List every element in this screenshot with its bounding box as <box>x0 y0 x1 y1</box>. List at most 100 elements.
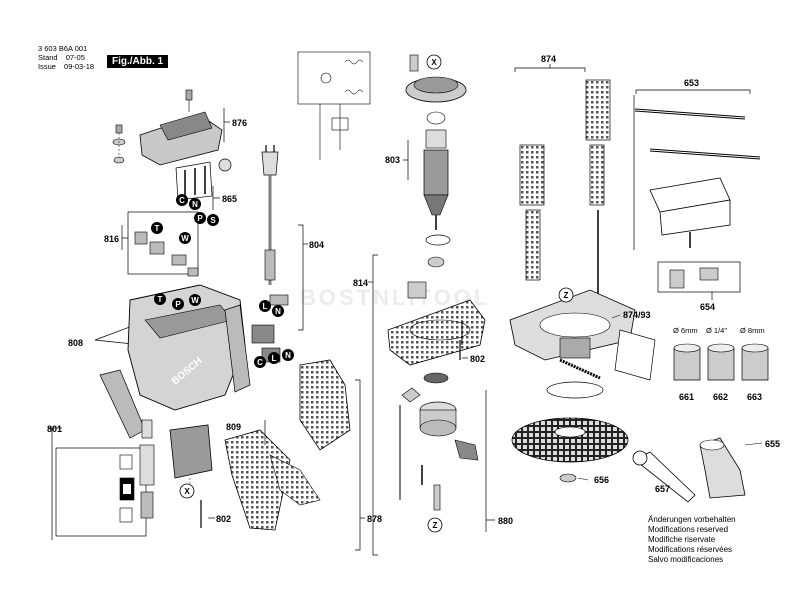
figure-label: Fig./Abb. 1 <box>107 55 169 68</box>
svg-text:T: T <box>155 224 160 233</box>
sub-base <box>511 381 629 483</box>
svg-text:C: C <box>179 196 185 205</box>
badge-l-1: L <box>259 300 271 312</box>
document-header: 3 603 B6A 001 Stand 07-05 Issue 09-03-18 <box>38 44 94 71</box>
part-865: 865 <box>222 194 237 204</box>
dust-extraction-adapter <box>699 437 746 499</box>
badge-p-1: P <box>194 212 206 224</box>
motor-base-plate <box>387 281 486 366</box>
svg-text:L: L <box>263 302 268 311</box>
collet-nuts <box>673 343 769 381</box>
badge-t-2: T <box>154 293 166 305</box>
part-804: 804 <box>309 240 324 250</box>
part-662: 662 <box>713 392 728 402</box>
left-handle-cover <box>224 429 291 531</box>
doc-number: 3 603 B6A 001 <box>38 44 88 53</box>
part-653: 653 <box>684 78 699 88</box>
badge-n-1: N <box>189 198 201 210</box>
badge-x-bottom: X <box>179 483 195 499</box>
svg-text:X: X <box>184 487 190 496</box>
badge-c-2: C <box>254 356 266 368</box>
collet-size-6mm: Ø 6mm <box>673 326 698 335</box>
collet-size-8mm: Ø 8mm <box>740 326 765 335</box>
part-801: 801 <box>47 424 62 434</box>
badge-l-2: L <box>268 352 280 364</box>
stand-value: 07-05 <box>65 53 85 62</box>
part-880: 880 <box>498 516 513 526</box>
wrench <box>632 450 696 503</box>
modifications-notice: Änderungen vorbehalten Modifications res… <box>648 515 736 565</box>
svg-text:L: L <box>272 354 277 363</box>
switch-parts <box>175 158 232 201</box>
part-878: 878 <box>367 514 382 524</box>
svg-text:W: W <box>191 296 199 305</box>
part-656: 656 <box>594 475 609 485</box>
stand-label: Stand <box>38 53 58 62</box>
parallel-guide <box>634 108 761 248</box>
router-base <box>509 289 636 380</box>
part-654: 654 <box>700 302 715 312</box>
svg-text:X: X <box>431 58 437 67</box>
notice-line-fr: Modifications réservées <box>648 545 733 554</box>
part-802-center: 802 <box>470 354 485 364</box>
svg-text:P: P <box>197 214 203 223</box>
badge-x-top: X <box>426 54 442 70</box>
badge-w-2: W <box>189 294 201 306</box>
badge-s-1: S <box>207 214 219 226</box>
brush-holder-parts <box>55 419 155 537</box>
part-803: 803 <box>385 155 400 165</box>
badge-z-bottom: Z <box>427 517 443 533</box>
badge-p-2: P <box>172 298 184 310</box>
svg-text:W: W <box>181 234 189 243</box>
notice-line-en: Modifications reserved <box>648 525 729 534</box>
badge-w-1: W <box>179 232 191 244</box>
svg-text:Z: Z <box>564 291 569 300</box>
part-874: 874 <box>541 54 556 64</box>
svg-text:S: S <box>210 216 216 225</box>
issue-value: 09-03-18 <box>64 62 95 71</box>
issue-label: Issue <box>38 62 56 71</box>
part-663: 663 <box>747 392 762 402</box>
badge-z-top: Z <box>558 287 574 303</box>
field-coil <box>169 424 213 528</box>
notice-line-es: Salvo modificaciones <box>648 555 724 564</box>
badge-c-1: C <box>176 194 188 206</box>
part-655: 655 <box>765 439 780 449</box>
part-814: 814 <box>353 278 368 288</box>
svg-text:P: P <box>175 300 181 309</box>
svg-text:N: N <box>275 307 281 316</box>
collet-size-quarter-inch: Ø 1/4" <box>706 326 727 335</box>
svg-text:C: C <box>257 358 263 367</box>
svg-text:N: N <box>285 351 291 360</box>
part-816: 816 <box>104 234 119 244</box>
motor-housing: BOSCH <box>94 284 251 439</box>
part-661: 661 <box>679 392 694 402</box>
terminal-block <box>127 211 199 277</box>
part-809: 809 <box>226 422 241 432</box>
part-802-left: 802 <box>216 514 231 524</box>
svg-text:T: T <box>158 295 163 304</box>
wiring-schematic <box>297 51 371 160</box>
right-handle-cover <box>299 359 351 451</box>
handle-shell <box>269 454 321 506</box>
guide-holder <box>669 267 719 289</box>
part-876: 876 <box>232 118 247 128</box>
depth-springs <box>519 79 611 300</box>
armature <box>405 54 467 268</box>
badge-t-1: T <box>151 222 163 234</box>
notice-line-it: Modifiche riservate <box>648 535 716 544</box>
notice-line-de: Änderungen vorbehalten <box>648 515 736 524</box>
spindle-parts <box>399 340 479 511</box>
top-cover <box>112 89 223 166</box>
part-808: 808 <box>68 338 83 348</box>
svg-text:Z: Z <box>433 521 438 530</box>
part-874-93: 874/93 <box>623 310 651 320</box>
transparent-plate <box>614 329 656 381</box>
power-cable <box>261 145 279 285</box>
badge-n-3: N <box>282 349 294 361</box>
part-657: 657 <box>655 484 670 494</box>
badge-n-2: N <box>272 305 284 317</box>
svg-text:N: N <box>192 200 198 209</box>
